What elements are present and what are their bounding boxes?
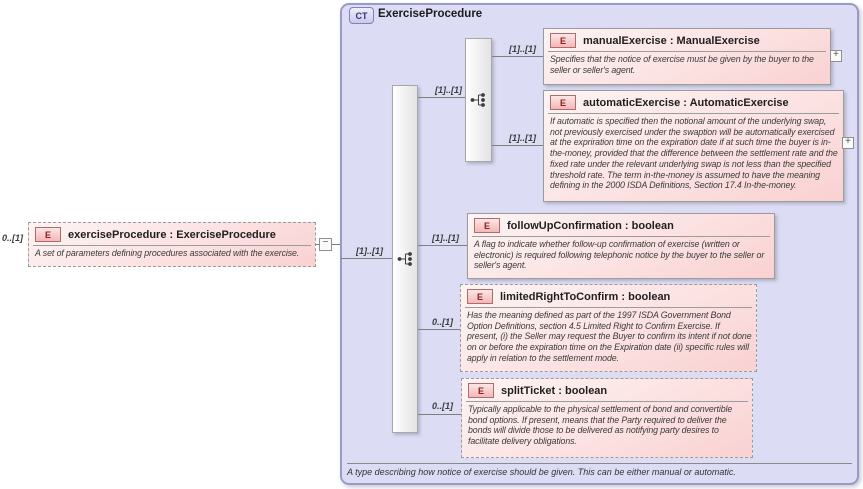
element-box-splitTicket[interactable]: E splitTicket : boolean Typically applic… xyxy=(461,378,753,458)
choice-compositor-icon xyxy=(470,93,485,107)
sequence-compositor-bar xyxy=(392,85,418,433)
element-kind-icon: E xyxy=(550,33,576,48)
element-title: automaticExercise : AutomaticExercise xyxy=(583,96,789,109)
element-annotation: If automatic is specified then the notio… xyxy=(550,116,838,191)
element-header: E automaticExercise : AutomaticExercise xyxy=(544,91,843,112)
connector-line xyxy=(492,56,543,57)
element-header: E splitTicket : boolean xyxy=(462,379,752,400)
element-title: followUpConfirmation : boolean xyxy=(507,219,674,232)
collapse-toggle-icon[interactable]: − xyxy=(319,238,332,251)
cardinality-label-followUpConfirmation: [1]..[1] xyxy=(432,233,459,243)
element-kind-icon: E xyxy=(550,95,576,110)
element-box-limitedRightToConfirm[interactable]: E limitedRightToConfirm : boolean Has th… xyxy=(460,284,757,372)
element-kind-icon: E xyxy=(467,289,493,304)
cardinality-label-choice: [1]..[1] xyxy=(435,85,462,95)
element-annotation: A set of parameters defining procedures … xyxy=(35,248,300,258)
separator xyxy=(548,113,839,114)
cardinality-label-sequence: [1]..[1] xyxy=(356,246,383,256)
element-header: E limitedRightToConfirm : boolean xyxy=(461,285,756,306)
element-box-manualExercise[interactable]: E manualExercise : ManualExercise Specif… xyxy=(543,28,831,85)
separator xyxy=(466,401,748,402)
choice-compositor-bar xyxy=(465,38,492,162)
separator xyxy=(472,236,770,237)
complex-type-badge-icon: CT xyxy=(349,7,374,24)
connector-line xyxy=(418,97,465,98)
connector-line xyxy=(418,329,460,330)
cardinality-label-splitTicket: 0..[1] xyxy=(432,401,454,411)
connector-line xyxy=(492,145,543,146)
complex-type-title: ExerciseProcedure xyxy=(378,8,483,20)
separator xyxy=(465,307,752,308)
element-header: E manualExercise : ManualExercise xyxy=(544,29,830,50)
element-title: limitedRightToConfirm : boolean xyxy=(500,290,671,303)
element-box-followUpConfirmation[interactable]: E followUpConfirmation : boolean A flag … xyxy=(467,213,775,279)
expand-toggle-icon[interactable]: + xyxy=(830,50,842,62)
element-annotation: Has the meaning defined as part of the 1… xyxy=(467,310,752,363)
connector-line xyxy=(418,414,461,415)
connector-line xyxy=(315,244,319,245)
element-box-automaticExercise[interactable]: E automaticExercise : AutomaticExercise … xyxy=(543,90,844,202)
sequence-compositor-icon xyxy=(397,252,412,266)
element-header: E followUpConfirmation : boolean xyxy=(468,214,774,235)
cardinality-label-automaticExercise: [1]..[1] xyxy=(509,133,536,143)
element-annotation: A flag to indicate whether follow-up con… xyxy=(474,239,765,271)
connector-line xyxy=(332,244,341,245)
separator xyxy=(347,463,852,464)
element-kind-icon: E xyxy=(474,218,500,233)
connector-line xyxy=(418,245,467,246)
separator xyxy=(33,245,311,246)
connector-line xyxy=(341,258,392,259)
element-kind-icon: E xyxy=(468,383,494,398)
element-header: E exerciseProcedure : ExerciseProcedure xyxy=(29,223,315,244)
complex-type-annotation: A type describing how notice of exercise… xyxy=(347,467,736,477)
cardinality-label-manualExercise: [1]..[1] xyxy=(509,44,536,54)
separator xyxy=(548,51,826,52)
expand-toggle-icon[interactable]: + xyxy=(842,137,854,149)
cardinality-label-root: 0..[1] xyxy=(2,233,24,243)
element-box-exerciseProcedure[interactable]: E exerciseProcedure : ExerciseProcedure … xyxy=(28,222,316,267)
element-title: splitTicket : boolean xyxy=(501,384,608,397)
cardinality-label-limitedRightToConfirm: 0..[1] xyxy=(432,317,454,327)
element-title: exerciseProcedure : ExerciseProcedure xyxy=(68,228,276,241)
element-title: manualExercise : ManualExercise xyxy=(583,34,760,47)
element-kind-icon: E xyxy=(35,227,61,242)
element-annotation: Specifies that the notice of exercise mu… xyxy=(550,54,814,75)
element-annotation: Typically applicable to the physical set… xyxy=(468,404,733,447)
